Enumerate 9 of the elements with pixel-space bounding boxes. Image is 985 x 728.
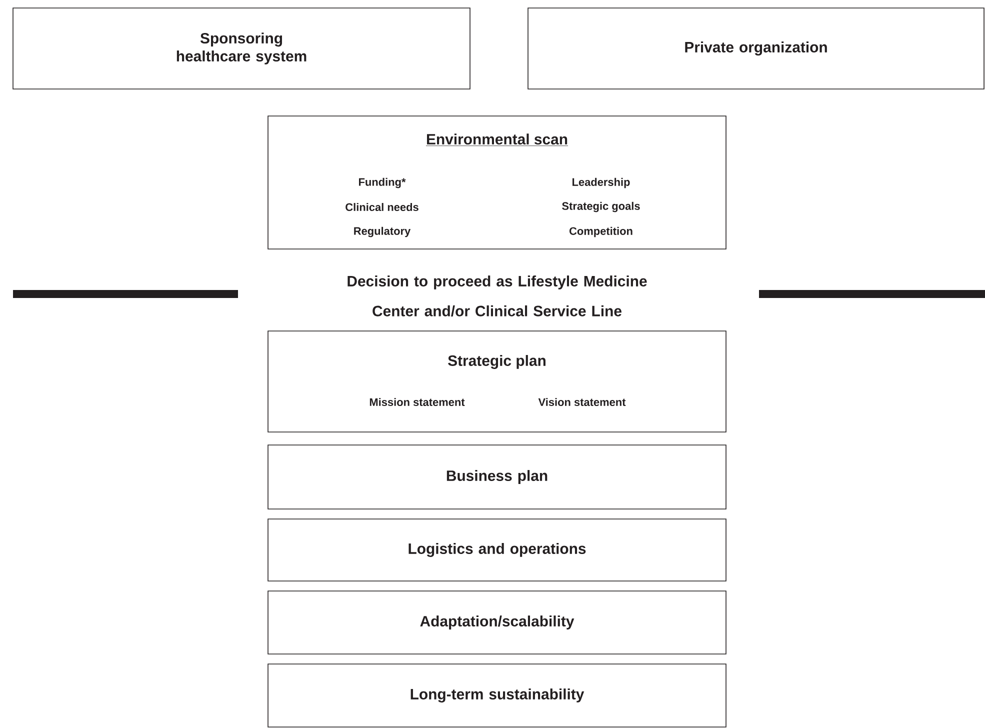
stage-box: Environmental scan Funding* Leadership Clinical needs Strategic goals Regulatory Competition bbox=[268, 116, 726, 250]
stage-box: Logistics and operations bbox=[268, 518, 726, 582]
stage-box: Strategic plan Mission statement Vision statement bbox=[268, 330, 726, 432]
stage-box: Long-term sustainability bbox=[268, 664, 726, 728]
stage-box: Private organization bbox=[528, 8, 984, 90]
stage-box: Business plan bbox=[268, 444, 726, 510]
stage-box: Sponsoring healthcare system bbox=[12, 8, 470, 90]
stage-box: Adaptation/scalability bbox=[268, 590, 726, 654]
decision-text: Decision to proceed as Lifestyle Medicine Center and/or Clinical Service Line bbox=[348, 276, 647, 316]
